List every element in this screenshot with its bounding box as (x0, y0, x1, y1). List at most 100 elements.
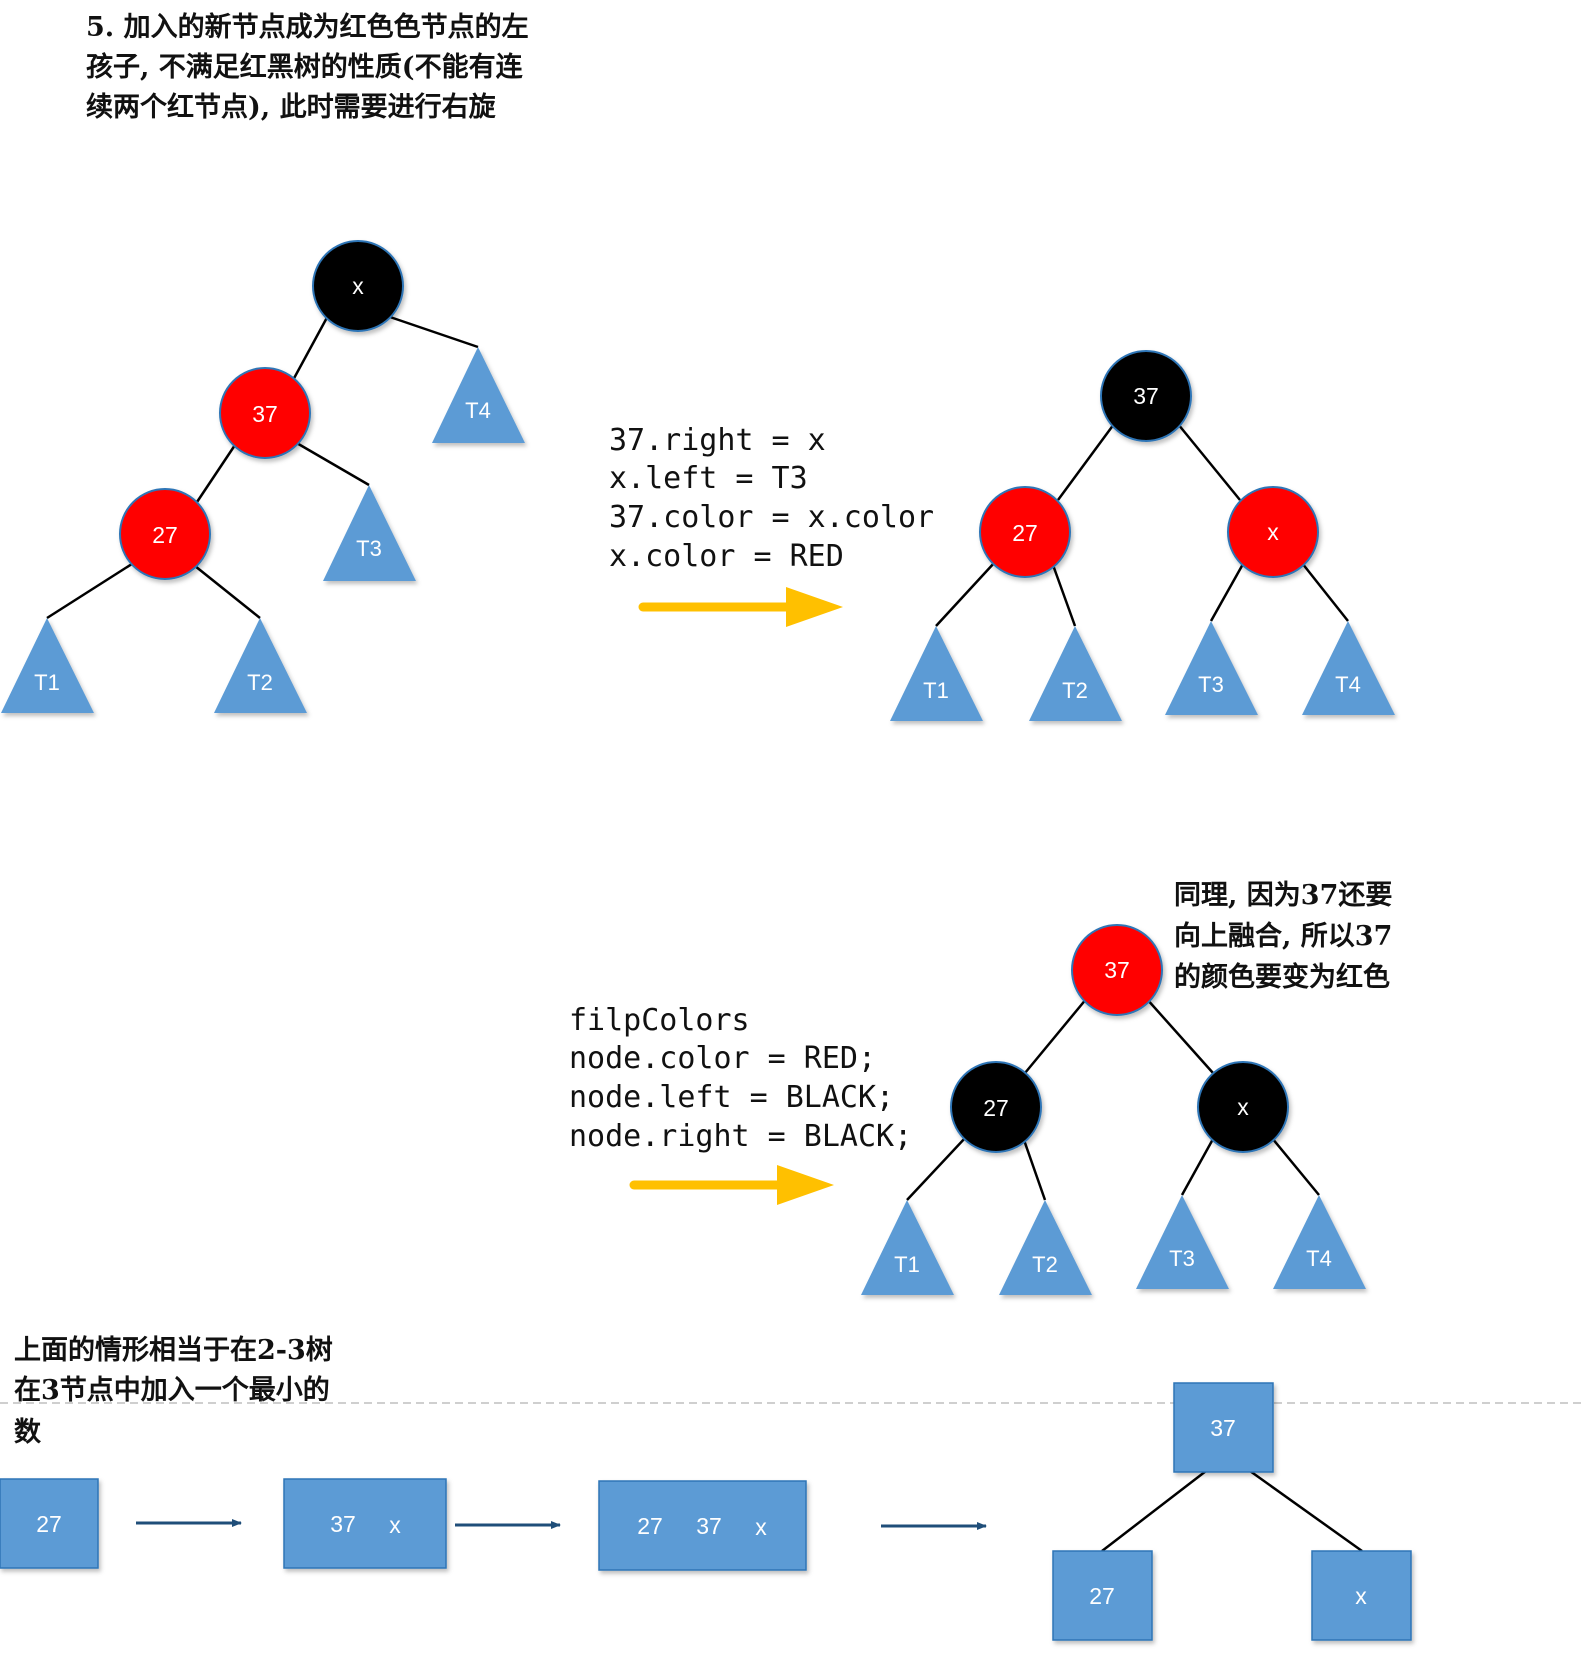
node-circle (1227, 486, 1319, 578)
note-line-1: 同理, 因为37还要 (1174, 880, 1392, 911)
subtree-t2: T2 (999, 1200, 1092, 1295)
edge-27-t1 (935, 561, 996, 627)
edges (46, 311, 479, 620)
arrow-head (786, 587, 843, 627)
code-line-2: node.color = RED; (569, 1041, 876, 1076)
subtree-triangle (999, 1200, 1092, 1295)
node-label: 37 (1133, 383, 1159, 409)
note-line-2: 在3节点中加入一个最小的 (14, 1374, 330, 1406)
box-label-37: 37 (330, 1511, 356, 1537)
edge-37-27 (1101, 1470, 1207, 1552)
node-circle (1071, 924, 1163, 1016)
yellow-arrow-2 (629, 1165, 834, 1205)
node-37-red: 37 (1071, 924, 1163, 1016)
node-label: x (352, 273, 364, 299)
box-label: 27 (1089, 1583, 1115, 1609)
node-27-red: 27 (119, 488, 211, 580)
subtree-label: T1 (34, 670, 60, 695)
node-label: 37 (252, 401, 278, 427)
node-label: 27 (983, 1095, 1009, 1121)
subtree-label: T1 (923, 678, 949, 703)
box-27-left: 27 (1052, 1550, 1153, 1641)
edge-27-t2 (1051, 564, 1077, 627)
subtree-triangle (323, 485, 416, 581)
edge-37-x (1249, 1469, 1363, 1553)
box-label-37: 37 (696, 1513, 722, 1539)
node-circle (1100, 350, 1192, 442)
node-circle (119, 488, 211, 580)
node-circle (312, 240, 404, 332)
edge-x-t4 (389, 315, 479, 349)
edges (906, 997, 1320, 1201)
node-x-red: x (1227, 486, 1319, 578)
node-label: 27 (1012, 520, 1038, 546)
header-note-line-2: 孩子, 不满足红黑树的性质(不能有连 (86, 51, 524, 83)
box-27-37-x: 27 37 x (598, 1480, 807, 1571)
edge-x-t4 (1271, 1137, 1320, 1196)
color-flip-note: 同理, 因为37还要 向上融合, 所以37 的颜色要变为红色 (1174, 880, 1392, 993)
edge-37-27 (1024, 997, 1088, 1074)
node-x-black: x (1197, 1061, 1289, 1153)
subtree-label: T3 (1169, 1246, 1195, 1271)
subtree-t3: T3 (323, 485, 416, 581)
box-37-x: 37 x (283, 1478, 447, 1569)
edge-x-t4 (1301, 562, 1349, 622)
flip-colors-code: filpColors node.color = RED; node.left =… (569, 1003, 912, 1154)
node-circle (219, 367, 311, 459)
box-rect (283, 1478, 447, 1569)
code-line-1: 37.right = x (609, 423, 826, 458)
subtree-triangle (1029, 626, 1122, 721)
node-label: x (1267, 519, 1279, 545)
subtree-t4: T4 (1273, 1195, 1366, 1289)
subtree-triangle (1165, 621, 1258, 715)
note-line-1: 上面的情形相当于在2-3树 (14, 1334, 333, 1366)
node-27-black: 27 (950, 1061, 1042, 1153)
edge-x-t3 (1209, 563, 1245, 622)
subtree-triangle (432, 347, 525, 443)
note-line-2: 向上融合, 所以37 (1174, 920, 1392, 952)
subtree-label: T3 (1198, 672, 1224, 697)
subtree-triangle (1273, 1195, 1366, 1289)
box-rect (598, 1480, 807, 1571)
subtree-triangle (1, 618, 94, 713)
two-three-tree-note: 上面的情形相当于在2-3树 在3节点中加入一个最小的 数 (14, 1334, 333, 1448)
header-note-line-1: 5. 加入的新节点成为红色色节点的左 (86, 11, 529, 43)
code-line-1: filpColors (569, 1003, 750, 1038)
box-label-27: 27 (637, 1513, 663, 1539)
node-label: 27 (152, 522, 178, 548)
box-rect (1173, 1382, 1274, 1473)
subtree-t2: T2 (1029, 626, 1122, 721)
subtree-label: T2 (1032, 1252, 1058, 1277)
subtree-triangle (1136, 1195, 1229, 1289)
box-x-right: x (1311, 1550, 1412, 1641)
node-label: x (1237, 1094, 1249, 1120)
edge-37-t3 (294, 440, 370, 487)
code-line-3: 37.color = x.color (609, 500, 934, 535)
header-note-line-3: 续两个红节点), 此时需要进行右旋 (86, 91, 496, 123)
box-27: 27 (0, 1478, 99, 1569)
code-line-3: node.left = BLACK; (569, 1080, 894, 1115)
code-line-4: node.right = BLACK; (569, 1119, 912, 1154)
edge-x-37 (290, 311, 332, 383)
node-x-black: x (312, 240, 404, 332)
tree-after-flip: T1 T2 T3 T4 37 27 x (861, 924, 1366, 1295)
box-rect (1311, 1550, 1412, 1641)
subtree-label: T4 (1335, 672, 1361, 697)
box-label: 27 (36, 1511, 62, 1537)
result-tree: 37 27 x (1052, 1382, 1412, 1641)
subtree-label: T2 (247, 670, 273, 695)
edge-27-t2 (1022, 1139, 1047, 1201)
rotation-code: 37.right = x x.left = T3 37.color = x.co… (609, 423, 934, 574)
edge-37-27 (1056, 423, 1116, 501)
arrow-head (777, 1165, 834, 1205)
subtree-triangle (861, 1200, 954, 1295)
node-circle (979, 486, 1071, 578)
subtree-t4: T4 (1302, 621, 1395, 715)
box-label: x (1355, 1583, 1367, 1609)
box-label: 37 (1210, 1415, 1236, 1441)
tree-before-rotation: T4 T3 T1 T2 x 37 27 (1, 240, 525, 713)
edges (935, 423, 1349, 627)
node-label: 37 (1104, 957, 1130, 983)
